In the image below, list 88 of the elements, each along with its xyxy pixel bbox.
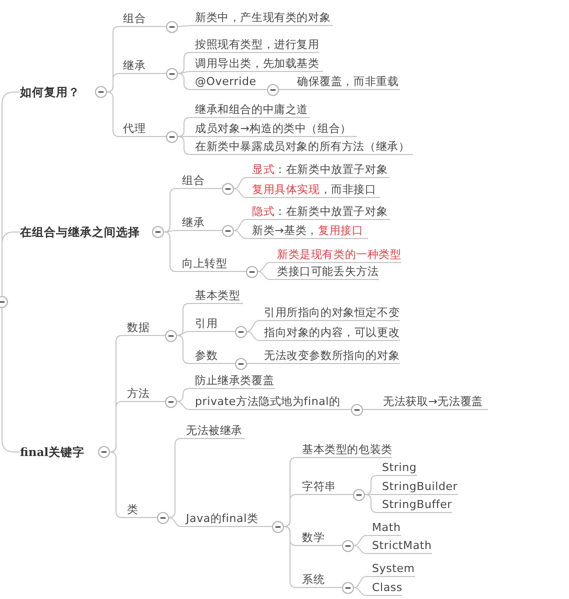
subtopic: 继承 (120, 59, 166, 74)
branch-line (176, 331, 192, 336)
subtopic: @Override (192, 75, 267, 90)
subtopic: 无法改变参数所指向的对象 (261, 349, 400, 364)
subtopic: 继承和组合的中庸之道 (192, 103, 310, 118)
branch-line (362, 409, 380, 410)
subtopic: 引用 (192, 317, 235, 332)
subtopic: 继承 (179, 216, 222, 231)
branch-line (364, 494, 380, 513)
subtopic: 代理 (120, 122, 166, 137)
subtopic: 防止继承类覆盖 (192, 374, 275, 389)
branch-line (246, 320, 262, 332)
branch-line (178, 25, 192, 27)
subtopic: Java的final类 (183, 512, 272, 527)
branch-line (246, 331, 262, 341)
subtopic: 新类中，产生现有类的对象 (192, 11, 333, 26)
branch-line (164, 232, 180, 272)
subtopic: StrictMath (369, 539, 432, 554)
subtopic: 系统 (299, 573, 342, 588)
subtopic: StringBuilder (379, 480, 458, 495)
branch-line (178, 136, 192, 155)
subtopic: 指向对象的内容，可以更改 (261, 326, 400, 341)
subtopic: 调用导出类，先加载基类 (192, 57, 323, 72)
branch-line (354, 587, 370, 596)
subtopic: String (379, 461, 417, 476)
subtopic: 数据 (124, 321, 165, 336)
subtopic: 在新类中暴露成员对象的所有方法（继承） (192, 140, 413, 155)
subtopic: 新类是现有类的一种类型 (274, 248, 402, 263)
branch-line (164, 188, 180, 232)
subtopic: 确保覆盖，而非重载 (294, 75, 400, 90)
branch-line (164, 230, 180, 232)
branch-line (110, 452, 124, 518)
branch-line (234, 230, 250, 239)
branch-line (106, 73, 120, 92)
subtopic: 复用具体实现，而非接口 (249, 183, 380, 198)
subtopic: System (369, 562, 415, 577)
branch-line (2, 307, 20, 452)
branch-line (110, 401, 124, 452)
subtopic: 组合 (120, 12, 166, 27)
branch-line (258, 262, 274, 272)
subtopic: 基本类型 (192, 289, 243, 304)
main-topic: 如何复用？ (20, 84, 80, 100)
main-topic: 在组合与继承之间选择 (20, 224, 140, 240)
collapse-icon (0, 296, 9, 308)
subtopic: 参数 (192, 349, 235, 364)
branch-line (178, 117, 192, 137)
branch-line (284, 526, 300, 588)
subtopic: 新类→基类，复用接口 (249, 224, 368, 239)
branch-line (354, 545, 370, 554)
branch-line (354, 576, 370, 588)
subtopic: 无法被继承 (183, 424, 245, 439)
branch-line (176, 335, 192, 364)
subtopic: 类接口可能丢失方法 (274, 265, 379, 280)
subtopic: 方法 (124, 387, 165, 402)
branch-line (364, 475, 380, 495)
branch-line (246, 363, 262, 364)
branch-line (234, 188, 250, 198)
branch-line (178, 71, 192, 74)
subtopic: 引用所指向的对象恒定不变 (261, 306, 400, 321)
branch-line (176, 388, 192, 402)
subtopic: 字符串 (299, 480, 353, 495)
branch-line (176, 401, 192, 410)
branch-line (168, 517, 184, 527)
subtopic: Math (369, 521, 401, 536)
subtopic: 无法获取→无法覆盖 (380, 395, 488, 410)
subtopic: 隐式：在新类中放置子对象 (249, 205, 390, 220)
branch-line (178, 52, 192, 74)
branch-line (2, 232, 20, 297)
branch-line (234, 219, 250, 231)
subtopic: 向上转型 (179, 257, 246, 272)
branch-line (106, 92, 120, 137)
branch-line (258, 271, 274, 280)
subtopic: StringBuffer (379, 498, 452, 513)
subtopic: 基本类型的包装类 (299, 443, 392, 458)
branch-line (234, 177, 250, 189)
subtopic: 组合 (179, 174, 222, 189)
subtopic: 数学 (299, 531, 342, 546)
branch-line (284, 494, 300, 527)
subtopic: 显式：在新类中放置子对象 (249, 163, 390, 178)
subtopic: Class (369, 581, 402, 596)
branch-line (354, 535, 370, 546)
subtopic: 类 (124, 503, 157, 518)
branch-line (278, 89, 294, 90)
subtopic: 按照现有类型，进行复用 (192, 38, 320, 53)
branch-line (178, 73, 192, 90)
subtopic: 成员对象→构造的类中（组合） (192, 122, 357, 137)
main-topic: final关键字 (20, 444, 85, 460)
subtopic: private方法隐式地为final的 (192, 395, 351, 410)
